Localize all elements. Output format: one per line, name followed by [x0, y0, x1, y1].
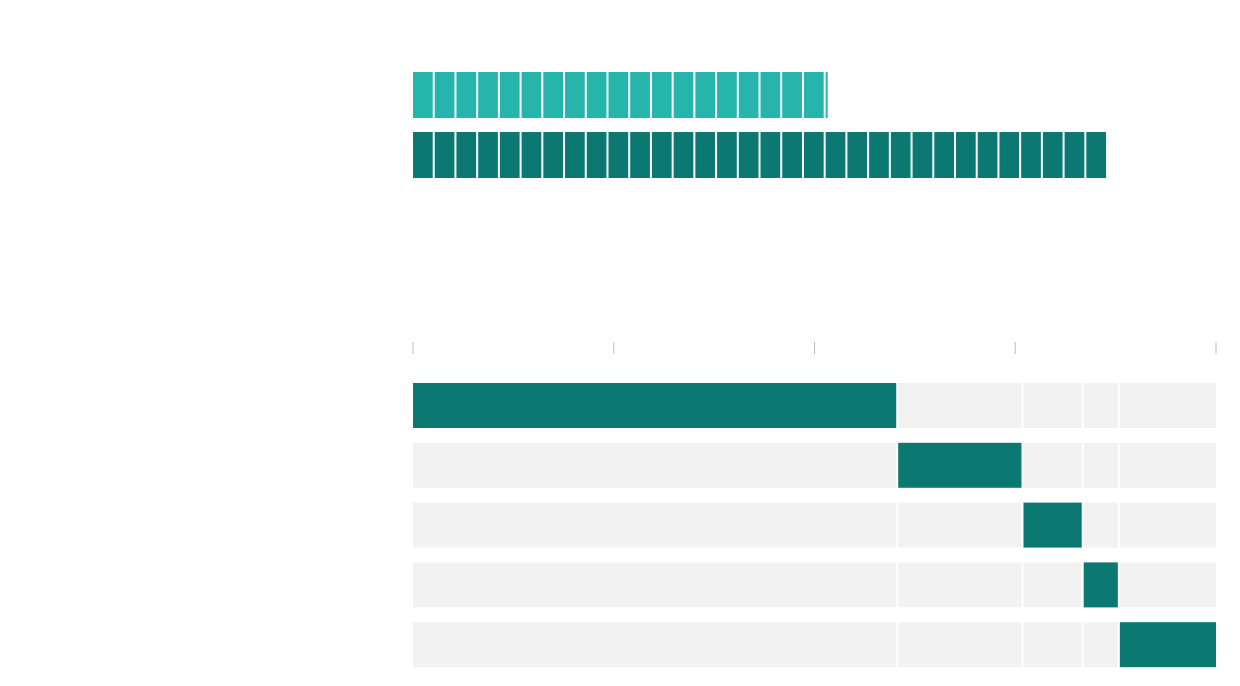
segment-track [1023, 442, 1082, 488]
unit-square [934, 132, 954, 178]
unit-square [478, 132, 498, 178]
unit-square [521, 72, 542, 118]
unit-square [434, 132, 455, 178]
segment-bar [1119, 622, 1216, 668]
segment-track [413, 562, 897, 608]
unit-square [565, 72, 585, 118]
unit-square [456, 132, 477, 178]
segment-track [1119, 562, 1216, 608]
unit-square [413, 132, 433, 178]
unit-square [630, 132, 650, 178]
unit-square [586, 72, 607, 118]
unit-square [499, 132, 520, 178]
segment-track [1119, 502, 1216, 548]
unit-square [760, 132, 781, 178]
unit-square [543, 132, 564, 178]
unit-square [717, 132, 737, 178]
segment-bar-chart [413, 383, 1216, 668]
unit-square [1064, 132, 1085, 178]
unit-square [1021, 132, 1041, 178]
unit-square [869, 132, 889, 178]
unit-square [608, 72, 629, 118]
unit-square [695, 72, 716, 118]
unit-square [782, 132, 802, 178]
unit-square [434, 72, 455, 118]
unit-square [651, 132, 672, 178]
unit-square [999, 132, 1020, 178]
segment-track [1023, 383, 1082, 428]
unit-square [608, 132, 629, 178]
segment-bar [1023, 502, 1082, 548]
segment-track [898, 502, 1022, 548]
segment-track [1083, 502, 1118, 548]
unit-square [977, 132, 998, 178]
unit-square [782, 72, 802, 118]
segment-track [1083, 622, 1118, 668]
unit-square [890, 132, 911, 178]
unit-square [803, 72, 824, 118]
unit-square [565, 132, 585, 178]
unit-square [825, 132, 846, 178]
segment-track [413, 622, 897, 668]
unit-bar-chart [413, 72, 1107, 178]
unit-square [738, 72, 759, 118]
unit-square [695, 132, 716, 178]
unit-square [803, 132, 824, 178]
unit-square [499, 72, 520, 118]
segment-track [1023, 562, 1082, 608]
unit-square [586, 132, 607, 178]
unit-square [912, 132, 933, 178]
unit-square [1086, 132, 1107, 178]
segment-track [1083, 383, 1118, 428]
segment-track [413, 442, 897, 488]
unit-square [1042, 132, 1063, 178]
segment-track [1083, 442, 1118, 488]
unit-square [673, 72, 694, 118]
unit-square [456, 72, 477, 118]
segment-track [1119, 383, 1216, 428]
segment-track [413, 502, 897, 548]
unit-square [847, 132, 868, 178]
segment-bar [898, 442, 1022, 488]
segment-track [898, 562, 1022, 608]
unit-square [651, 72, 672, 118]
segment-track [1119, 442, 1216, 488]
unit-square [543, 72, 564, 118]
unit-square [413, 72, 433, 118]
unit-square [478, 72, 498, 118]
unit-square [738, 132, 759, 178]
unit-square [673, 132, 694, 178]
unit-square [521, 132, 542, 178]
segment-track [898, 383, 1022, 428]
unit-square [760, 72, 781, 118]
unit-square [630, 72, 650, 118]
segment-track [1023, 622, 1082, 668]
segment-bar [413, 383, 897, 428]
segment-track [898, 622, 1022, 668]
unit-square-partial [825, 72, 828, 118]
unit-square [717, 72, 737, 118]
x-axis [412, 342, 1217, 354]
unit-square [956, 132, 976, 178]
segment-bar [1083, 562, 1118, 608]
